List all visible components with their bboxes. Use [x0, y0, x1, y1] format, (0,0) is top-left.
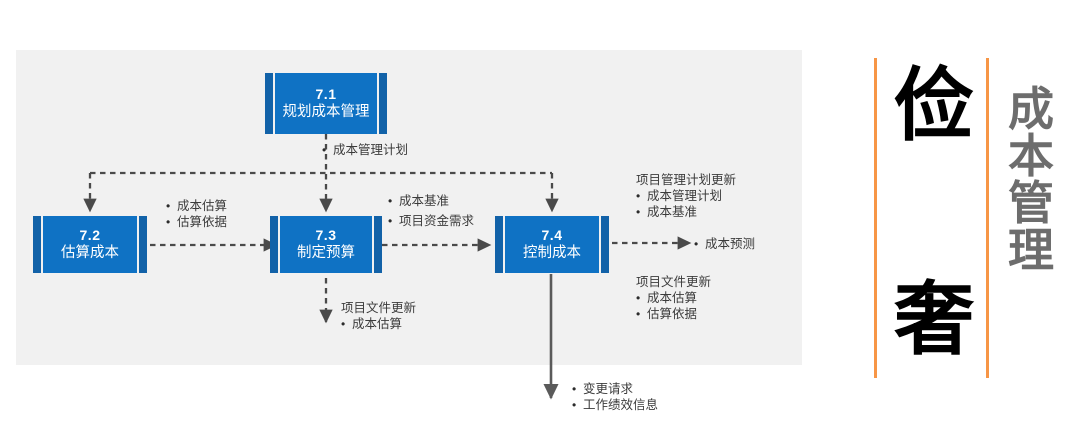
box-edge-gap-left [41, 216, 43, 273]
label-item: 成本管理计划 [636, 188, 736, 204]
box-edge-left [495, 216, 503, 273]
box-edge-left [33, 216, 41, 273]
label-header: 项目文件更新 [636, 275, 712, 289]
label-item: 变更请求 [572, 381, 658, 397]
box-edge-gap-left [278, 216, 280, 273]
label-item: 成本基准 [388, 193, 474, 209]
label-item: 项目资金需求 [388, 213, 474, 229]
vertical-title-char: 成 [1008, 82, 1054, 136]
process-name: 规划成本管理 [282, 103, 370, 120]
label-item: 成本估算 [341, 316, 416, 332]
box-edge-right [601, 216, 609, 273]
label-item: 成本估算 [166, 198, 227, 214]
box-edge-gap-right [137, 216, 139, 273]
big-glyph-top: 俭 [894, 59, 974, 152]
box-edge-gap-left [503, 216, 505, 273]
box-edge-left [270, 216, 278, 273]
vertical-title: 成 本 管 理 [998, 86, 1064, 274]
title-panel: 俭 奢 成 本 管 理 [866, 58, 1072, 378]
vertical-title-char: 本 [1008, 128, 1054, 183]
label-control-bottom-outputs: 变更请求 工作绩效信息 [572, 381, 658, 413]
process-box-7-3[interactable]: 7.3 制定预算 [270, 216, 382, 273]
label-item: 成本估算 [636, 290, 711, 306]
process-number: 7.2 [79, 227, 101, 244]
label-pm-plan-update: 项目管理计划更新 成本管理计划 成本基准 [636, 172, 736, 220]
box-edge-right [374, 216, 382, 273]
accent-bar-right [986, 58, 989, 378]
process-name: 估算成本 [61, 244, 119, 261]
vertical-title-char: 管 [1008, 175, 1054, 230]
box-edge-gap-left [273, 73, 275, 134]
label-header: 项目文件更新 [341, 301, 417, 315]
label-plan-output: 成本管理计划 [322, 142, 408, 158]
label-item: 成本基准 [636, 204, 736, 220]
vertical-title-char: 理 [1008, 222, 1054, 277]
process-box-7-2[interactable]: 7.2 估算成本 [33, 216, 147, 273]
accent-bar-left [874, 58, 877, 378]
box-edge-gap-right [599, 216, 601, 273]
process-number: 7.3 [315, 227, 337, 244]
process-box-7-1[interactable]: 7.1 规划成本管理 [265, 73, 387, 134]
label-item: 估算依据 [636, 306, 711, 322]
label-item: 估算依据 [166, 214, 227, 230]
box-edge-gap-right [377, 73, 379, 134]
box-edge-right [139, 216, 147, 273]
process-number: 7.4 [541, 227, 563, 244]
label-control-docs-update: 项目文件更新 成本估算 估算依据 [636, 274, 711, 322]
label-header: 项目管理计划更新 [636, 173, 737, 187]
label-budget-output: 成本基准 项目资金需求 [388, 193, 474, 229]
label-item: 成本预测 [694, 236, 755, 252]
label-budget-docs-update: 项目文件更新 成本估算 [341, 300, 416, 332]
big-glyph-bottom: 奢 [894, 273, 974, 366]
process-number: 7.1 [315, 86, 337, 103]
box-edge-gap-right [372, 216, 374, 273]
box-edge-left [265, 73, 273, 134]
label-control-forecast: 成本预测 [694, 236, 755, 252]
process-name: 制定预算 [297, 244, 355, 261]
process-box-7-4[interactable]: 7.4 控制成本 [495, 216, 609, 273]
process-name: 控制成本 [523, 244, 581, 261]
label-estimate-output: 成本估算 估算依据 [166, 198, 227, 230]
box-edge-right [379, 73, 387, 134]
label-item: 工作绩效信息 [572, 397, 658, 413]
label-item: 成本管理计划 [322, 142, 408, 158]
